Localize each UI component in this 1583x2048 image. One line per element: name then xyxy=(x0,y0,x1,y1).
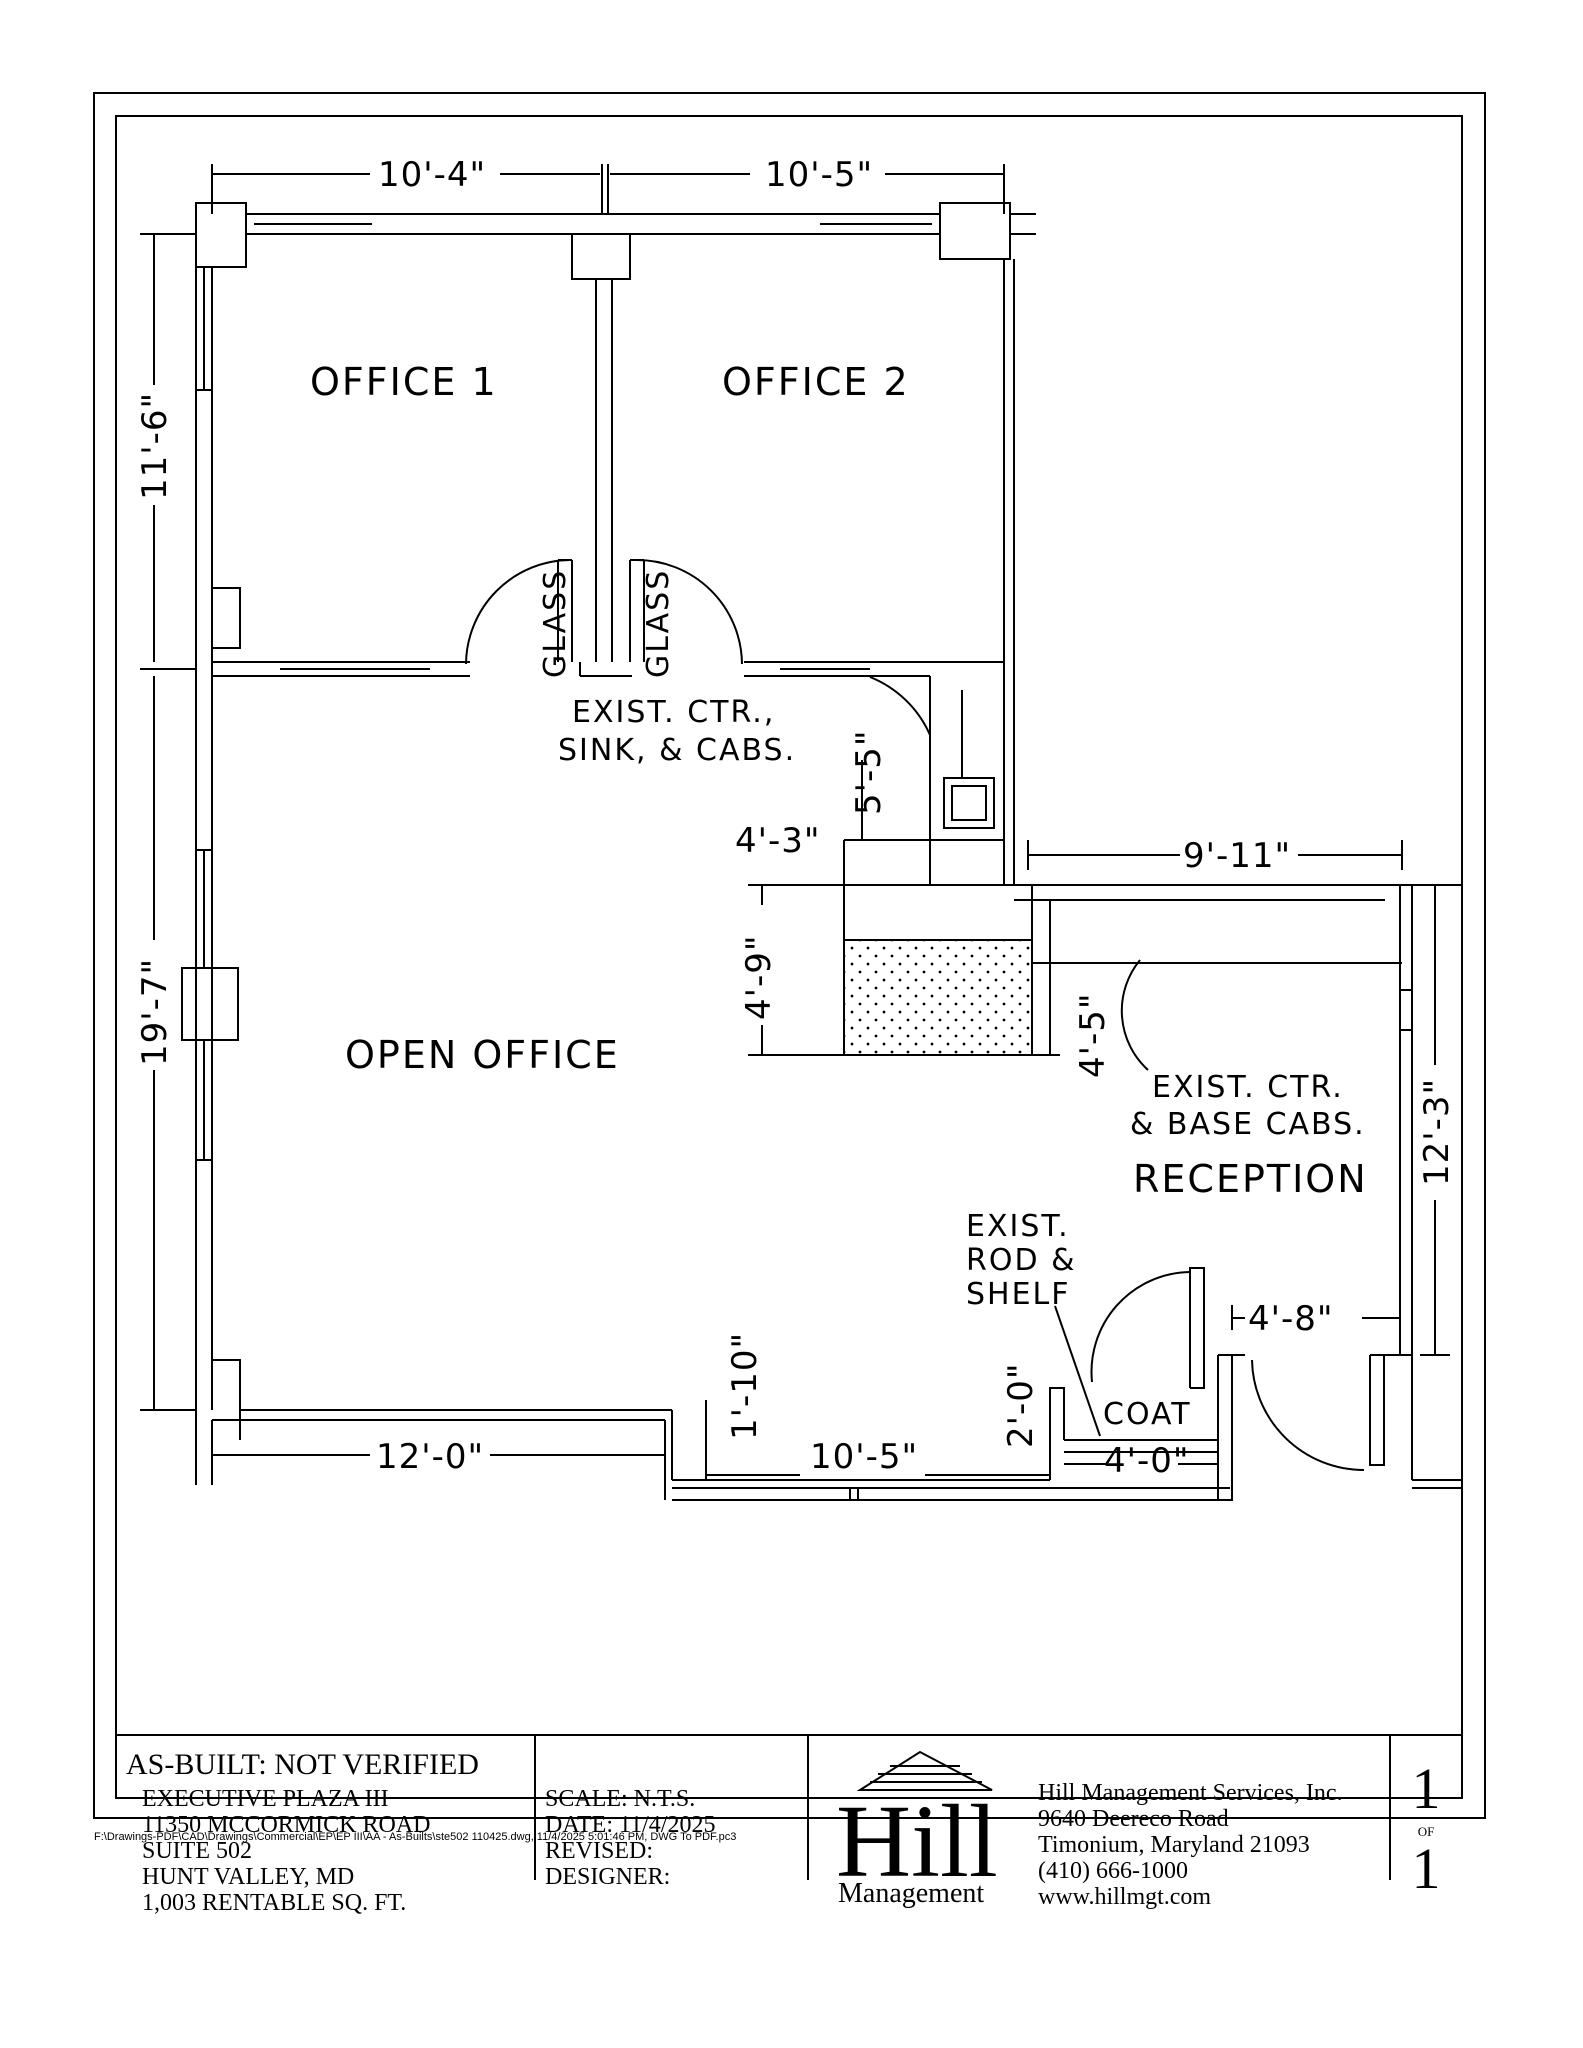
note-rod-line1: EXIST. xyxy=(966,1209,1070,1244)
dim-coat-depth: 2'-0" xyxy=(1001,1362,1041,1448)
dim-offices-depth: 11'-6" xyxy=(135,392,175,500)
footer-file-path: F:\Drawings-PDF\CAD\Drawings\Commercial\… xyxy=(94,1831,736,1843)
logo-sub: Management xyxy=(838,1878,984,1909)
sheet-outer-border xyxy=(93,92,1486,1819)
address-line-2: 11350 MCCORMICK ROAD xyxy=(142,1812,430,1838)
dim-bottom-left: 12'-0" xyxy=(376,1437,484,1477)
address-line-3: SUITE 502 xyxy=(142,1838,252,1864)
status-heading: AS-BUILT: NOT VERIFIED xyxy=(126,1748,479,1781)
dim-office1-width: 10'-4" xyxy=(378,155,486,195)
company-line-3: Timonium, Maryland 21093 xyxy=(1038,1832,1310,1858)
leader-lines xyxy=(1054,1305,1101,1437)
dim-reception-depth: 12'-3" xyxy=(1417,1078,1457,1186)
address-line-4: HUNT VALLEY, MD xyxy=(142,1864,354,1890)
scale-label: SCALE: N.T.S. xyxy=(545,1786,695,1812)
address-line-1: EXECUTIVE PLAZA III xyxy=(142,1786,389,1812)
sheet-of: OF xyxy=(1418,1824,1435,1839)
dimension-lines xyxy=(140,164,1450,1485)
revised-label: REVISED: xyxy=(545,1838,653,1864)
sheet-total: 1 xyxy=(1412,1836,1441,1901)
room-label-open-office: OPEN OFFICE xyxy=(345,1033,620,1077)
note-base-line2: & BASE CABS. xyxy=(1130,1107,1366,1142)
walls xyxy=(181,202,1462,1501)
logo-word: Hill xyxy=(836,1784,998,1899)
dim-coat-width: 4'-0" xyxy=(1104,1441,1190,1481)
note-glass-left: GLASS xyxy=(538,569,573,678)
dim-counter-width: 4'-3" xyxy=(735,821,821,861)
note-rod-line3: SHELF xyxy=(966,1277,1071,1312)
title-block: AS-BUILT: NOT VERIFIED EXECUTIVE PLAZA I… xyxy=(116,1734,1462,1916)
dim-reception-width: 9'-11" xyxy=(1183,836,1291,876)
room-label-reception: RECEPTION xyxy=(1133,1157,1368,1201)
note-base-line1: EXIST. CTR. xyxy=(1152,1070,1344,1105)
sheet-number: 1 xyxy=(1412,1756,1441,1821)
company-line-4: (410) 666-1000 xyxy=(1038,1858,1188,1884)
dim-reception-cab: 4'-5" xyxy=(1073,992,1113,1078)
address-line-5: 1,003 RENTABLE SQ. FT. xyxy=(142,1890,406,1916)
dim-sink-run: 5'-5" xyxy=(849,729,889,815)
sheet-inner-border xyxy=(115,115,1463,1799)
note-sink-line1: EXIST. CTR., xyxy=(572,695,775,730)
designer-label: DESIGNER: xyxy=(545,1864,670,1890)
dim-office2-width: 10'-5" xyxy=(765,155,873,195)
note-rod-line2: ROD & xyxy=(966,1243,1077,1278)
company-line-5: www.hillmgt.com xyxy=(1038,1884,1211,1910)
hill-logo: Hill Management xyxy=(836,1750,998,1909)
company-line-2: 9640 Deereco Road xyxy=(1038,1806,1229,1832)
dim-open-office-depth: 19'-7" xyxy=(135,958,175,1066)
room-label-coat: COAT xyxy=(1103,1397,1192,1432)
note-sink-line2: SINK, & CABS. xyxy=(558,733,796,768)
door-swings xyxy=(465,558,1365,1471)
dim-entry-width: 4'-8" xyxy=(1248,1299,1334,1339)
company-line-1: Hill Management Services, Inc. xyxy=(1038,1780,1343,1806)
note-glass-right: GLASS xyxy=(641,569,676,678)
dim-counter-depth: 4'-9" xyxy=(739,934,779,1020)
room-label-office2: OFFICE 2 xyxy=(722,360,910,404)
room-label-office1: OFFICE 1 xyxy=(310,360,498,404)
date-label: DATE: 11/4/2025 xyxy=(545,1812,715,1838)
dim-jog: 1'-10" xyxy=(725,1332,765,1440)
dim-bottom-mid: 10'-5" xyxy=(810,1437,918,1477)
